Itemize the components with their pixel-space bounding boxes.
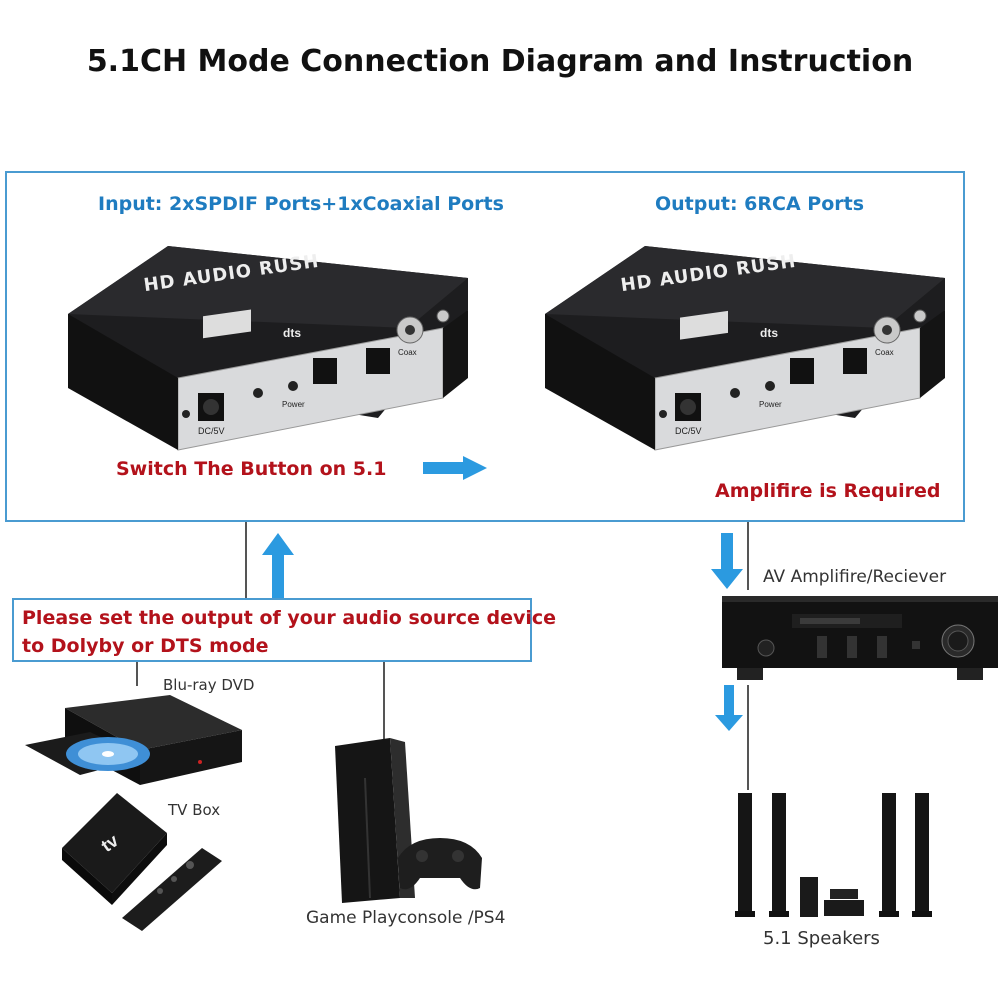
tvbox-label: TV Box [168,801,221,819]
bluray-label: Blu-ray DVD [163,676,255,694]
console-connector-line [383,662,385,740]
right-arrow-icon [423,455,489,481]
console-label: Game Playconsole /PS4 [306,908,506,928]
output-ports-label: Output: 6RCA Ports [655,193,865,215]
page-title: 5.1CH Mode Connection Diagram and Instru… [86,44,914,79]
amplifier-label: AV Amplifire/Reciever [763,567,947,587]
amp-required-note: Amplifire is Required [715,480,941,502]
down-arrow-icon [715,685,743,731]
av-receiver-icon [722,596,998,686]
decoder-device-left: HD AUDIO RUSH dts DC/5V Power Coax [48,218,478,458]
decoder-panel [5,171,965,522]
coax-label: Coax [875,348,894,357]
speaker-set-icon [730,785,950,920]
down-arrow-icon [711,533,743,589]
dc-label: DC/5V [198,426,225,436]
up-arrow-icon [262,533,294,599]
bluray-player-icon [20,690,250,790]
speaker-connector-line [747,685,749,790]
power-label: Power [759,400,782,409]
source-note-box [12,598,532,662]
source-note-line1: Please set the output of your audio sour… [22,607,557,629]
decoder-device-right: HD AUDIO RUSH dts DC/5V Power Coax [535,218,965,458]
dts-logo: dts [760,326,778,340]
dc-label: DC/5V [675,426,702,436]
input-connector-line [245,522,247,600]
source-note-line2: to Dolyby or DTS mode [22,635,269,657]
bluray-connector-line [136,662,138,686]
output-connector-line [747,522,749,590]
tv-box-icon: tv [62,793,232,933]
input-ports-label: Input: 2xSPDIF Ports+1xCoaxial Ports [98,193,504,215]
coax-label: Coax [398,348,417,357]
power-label: Power [282,400,305,409]
switch-note: Switch The Button on 5.1 [116,458,387,480]
speakers-label: 5.1 Speakers [763,928,880,949]
dts-logo: dts [283,326,301,340]
game-console-icon [330,738,490,908]
